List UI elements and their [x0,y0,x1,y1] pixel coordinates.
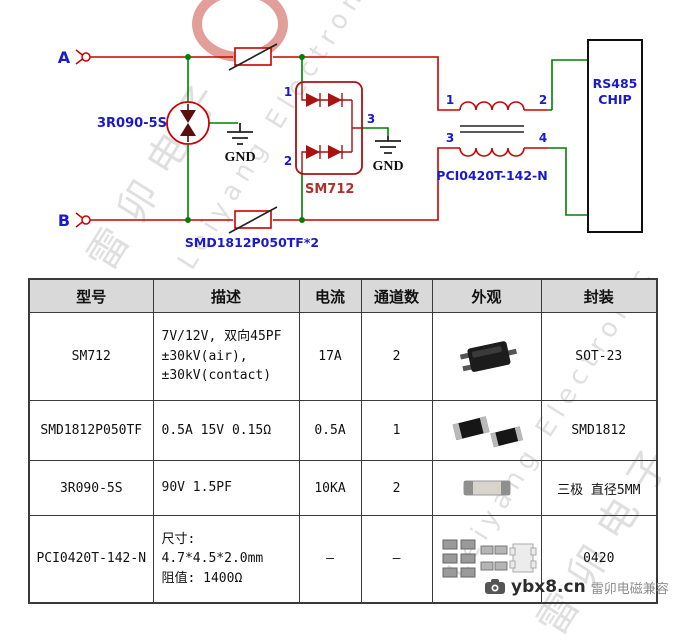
transformer-pin-4: 4 [539,131,547,145]
tvs-pin-3: 3 [367,112,375,126]
cell-channels: 2 [360,312,433,401]
cell-model: 3R090-5S [28,460,154,516]
transformer-pin-2: 2 [539,93,547,107]
port-b-connector [75,212,91,228]
col-header-appearance: 外观 [431,278,542,313]
port-a-label: A [58,48,71,67]
ground-symbol-2 [375,136,401,154]
cell-appearance [431,400,542,461]
cell-description: 90V 1.5PF [152,460,300,516]
col-header-channels: 通道数 [360,278,433,313]
wire-green-branches [187,57,588,220]
tvs-pin-2: 2 [284,154,292,168]
cell-description: 尺寸: 4.7*4.5*2.0mm 阻值: 1400Ω [152,515,300,603]
table-row-sm712: SM712 7V/12V, 双向45PF ±30kV(air), ±30kV(c… [28,312,658,401]
cell-current: 10KA [298,460,362,516]
col-header-current: 电流 [298,278,362,313]
col-header-package: 封装 [540,278,658,313]
gdt-photo [463,480,510,496]
col-header-description: 描述 [152,278,300,313]
cell-channels: 2 [360,460,433,516]
cell-package: SMD1812 [540,400,658,461]
cell-model: SM712 [28,312,154,401]
component-table: 型号 描述 电流 通道数 外观 封装 SM712 7V/12V, 双向45PF … [28,278,658,604]
tvs-ref-label: SM712 [305,182,354,197]
fuse-ref-label: SMD1812P050TF*2 [185,235,319,250]
cell-current: 0.5A [298,400,362,461]
cell-appearance [431,460,542,516]
ptc-fuse-symbol-bottom [228,206,278,234]
gdt-symbol [166,101,210,145]
cell-package: SOT-23 [540,312,658,401]
port-a-connector [75,49,91,65]
cell-channels: – [360,515,433,603]
tvs-array-symbol [295,81,363,175]
watermark-footer: ybx8.cn 雷卯电磁兼容 [484,577,669,597]
port-b-label: B [58,211,70,230]
rs485-chip-label-line2: CHIP [598,92,631,107]
rs485-chip-box [587,39,643,233]
gdt-ref-label: 3R090-5S [97,116,167,131]
footer-brand: 雷卯电磁兼容 [590,581,669,597]
ptc-fuse-symbol-top [228,43,278,71]
sot23-photo [459,340,517,372]
table-row-smd1812p050tf: SMD1812P050TF 0.5A 15V 0.15Ω 0.5A 1 [28,400,658,461]
footer-site: ybx8.cn [511,577,586,597]
transformer-footprint-photo [442,539,536,578]
cell-current: – [298,515,362,603]
gnd-label-1: GND [224,150,255,165]
camera-icon [485,579,505,594]
cell-appearance [431,312,542,401]
gnd-label-2: GND [372,159,403,174]
cell-description: 7V/12V, 双向45PF ±30kV(air), ±30kV(contact… [152,312,300,401]
cell-description: 0.5A 15V 0.15Ω [152,400,300,461]
table-row-3r090-5s: 3R090-5S 90V 1.5PF 10KA 2 三极 直径5MM [28,460,658,516]
cell-model: PCI0420T-142-N [28,515,154,603]
cell-package: 0420 [540,515,658,603]
cell-channels: 1 [360,400,433,461]
tvs-pin-1: 1 [284,85,292,99]
junction-dots [185,54,305,223]
ground-symbol-1 [227,123,253,145]
smd1812-photo [452,415,523,447]
rs485-chip-label-line1: RS485 [593,76,638,91]
cell-current: 17A [298,312,362,401]
circuit-schematic: GND GND 1 2 3 SM712 1 2 3 4 PCI0420T-142… [58,39,643,250]
transformer-ref-label: PCI0420T-142-N [436,168,547,183]
transformer-pin-1: 1 [446,93,454,107]
col-header-model: 型号 [28,278,154,313]
cell-package: 三极 直径5MM [540,460,658,516]
table-header-row: 型号 描述 电流 通道数 外观 封装 [28,278,658,313]
transformer-symbol [459,101,525,157]
transformer-pin-3: 3 [446,131,454,145]
cell-model: SMD1812P050TF [28,400,154,461]
